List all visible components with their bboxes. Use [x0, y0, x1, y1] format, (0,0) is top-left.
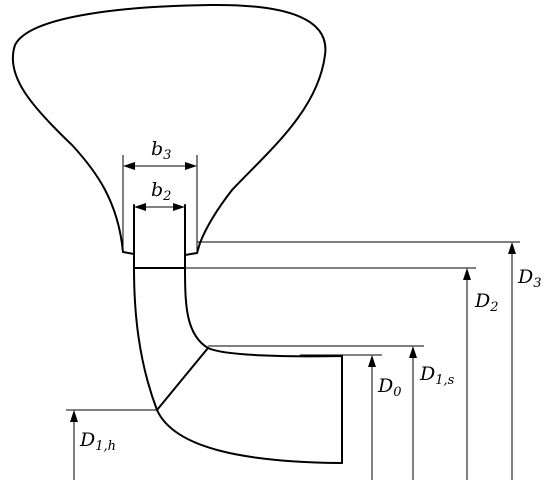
d3-label: D3 — [517, 266, 542, 291]
d2-arrow — [463, 268, 471, 280]
diffuser-left-wall — [122, 204, 135, 255]
volute-outline — [11, 3, 327, 254]
d0-label: D0 — [377, 375, 402, 400]
blade-leading-edge — [156, 347, 209, 411]
hub-contour — [133, 253, 343, 464]
d1h-label: D1,h — [79, 429, 116, 454]
shroud-contour — [184, 254, 343, 464]
d0-arrow — [368, 355, 376, 367]
b3-label: b3 — [151, 138, 171, 163]
diffuser-right-wall — [184, 204, 198, 256]
d3-arrow — [508, 242, 516, 254]
d2-label: D2 — [474, 290, 499, 315]
d1s-label: D1,s — [419, 363, 455, 388]
b2-right-arrow — [173, 203, 185, 211]
b2-label: b2 — [151, 179, 171, 204]
d1s-arrow — [409, 346, 417, 358]
b3-right-arrow — [185, 162, 197, 170]
b2-left-arrow — [134, 203, 146, 211]
d1h-arrow — [70, 410, 78, 422]
b3-left-arrow — [123, 162, 135, 170]
